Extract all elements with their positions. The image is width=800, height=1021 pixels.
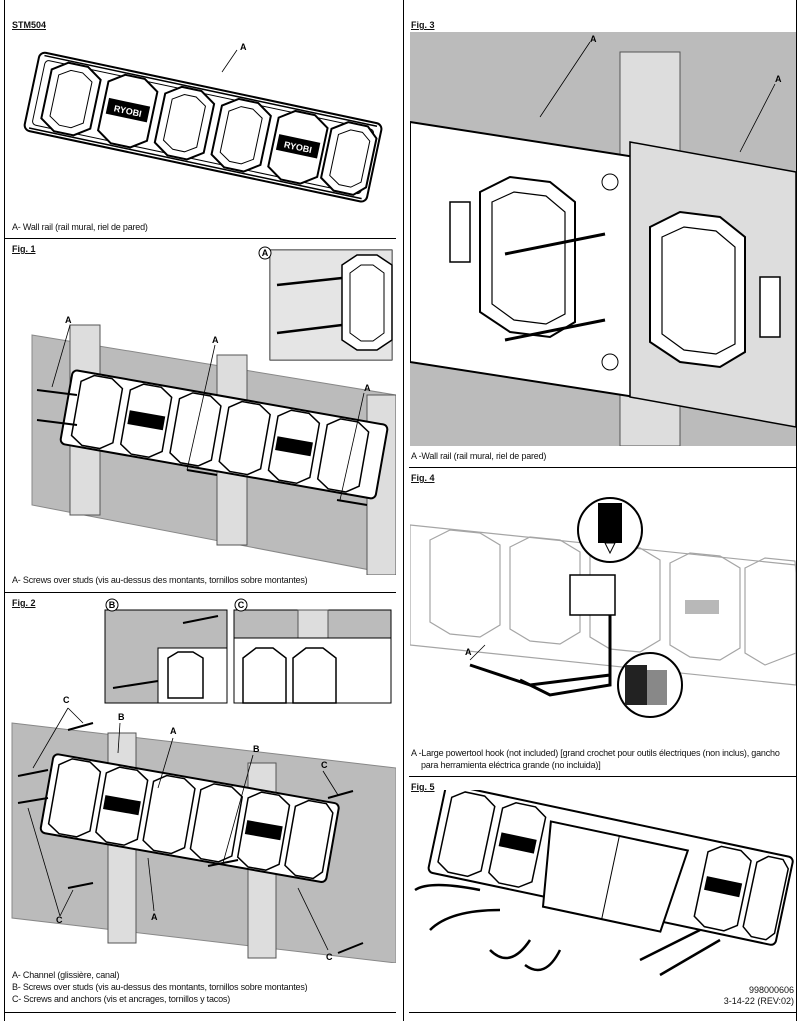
fig1-label-a-2: A <box>212 335 219 345</box>
divider-stm-fig1 <box>4 238 396 239</box>
footer-part-number: 998000606 <box>748 985 794 995</box>
fig2-caption-c: C- Screws and anchors (vis et ancrages, … <box>12 994 230 1004</box>
fig2-caption-b: B- Screws over studs (vis au-dessus des … <box>12 982 308 992</box>
fig2-label-c-3: C <box>56 915 63 925</box>
fig2-illustration: B C C B A B C <box>11 598 396 963</box>
fig3-illustration: A A <box>410 32 796 446</box>
fig1-illustration: A A A A <box>31 246 396 575</box>
divider-fig1-fig2 <box>4 592 396 593</box>
fig2-label-c-1: C <box>63 695 70 705</box>
fig4-caption-line2: para herramienta eléctrica grande (no in… <box>421 760 601 770</box>
fig4-label-a: A <box>465 647 472 657</box>
divider-bottom-left <box>4 1012 396 1013</box>
stm-title: STM504 <box>12 20 47 30</box>
column-divider <box>403 0 404 1021</box>
divider-fig4-fig5 <box>409 776 796 777</box>
divider-bottom-right <box>409 1012 796 1013</box>
fig3-label-a-1: A <box>590 34 597 44</box>
fig2-label-c-4: C <box>326 952 333 962</box>
fig2-label-a-1: A <box>170 726 177 736</box>
divider-fig3-fig4 <box>409 467 796 468</box>
fig1-label-a-3: A <box>364 383 371 393</box>
footer-date-rev: 3-14-22 (REV:02) <box>723 996 794 1006</box>
fig2-label-c-2: C <box>321 760 328 770</box>
fig4-illustration: A <box>410 497 796 718</box>
fig2-label-b-1: B <box>118 712 125 722</box>
stm-caption: A- Wall rail (rail mural, riel de pared) <box>12 222 148 232</box>
fig1-label-a-1: A <box>65 315 72 325</box>
fig3-label-a-2: A <box>775 74 782 84</box>
fig5-title: Fig. 5 <box>411 782 435 792</box>
left-border <box>4 0 5 1021</box>
fig4-caption-line1: A -Large powertool hook (not included) [… <box>411 748 780 758</box>
stm-label-a: A <box>240 42 247 52</box>
fig3-caption: A -Wall rail (rail mural, riel de pared) <box>411 451 547 461</box>
stm-rail-illustration: RYOBI RYOBI A <box>23 42 383 203</box>
fig2-label-a-2: A <box>151 912 158 922</box>
fig2-label-b-2: B <box>253 744 260 754</box>
fig1-inset-letter: A <box>262 248 269 258</box>
fig4-title: Fig. 4 <box>411 473 435 483</box>
right-border <box>796 0 797 1021</box>
fig2-title: Fig. 2 <box>12 598 36 608</box>
fig2-caption-a: A- Channel (glissière, canal) <box>12 970 120 980</box>
fig2-inset-b: B <box>109 600 116 610</box>
fig2-inset-c: C <box>238 600 245 610</box>
fig1-title: Fig. 1 <box>12 244 36 254</box>
fig5-illustration <box>414 790 794 977</box>
fig1-caption: A- Screws over studs (vis au-dessus des … <box>12 575 308 585</box>
fig3-title: Fig. 3 <box>411 20 435 30</box>
